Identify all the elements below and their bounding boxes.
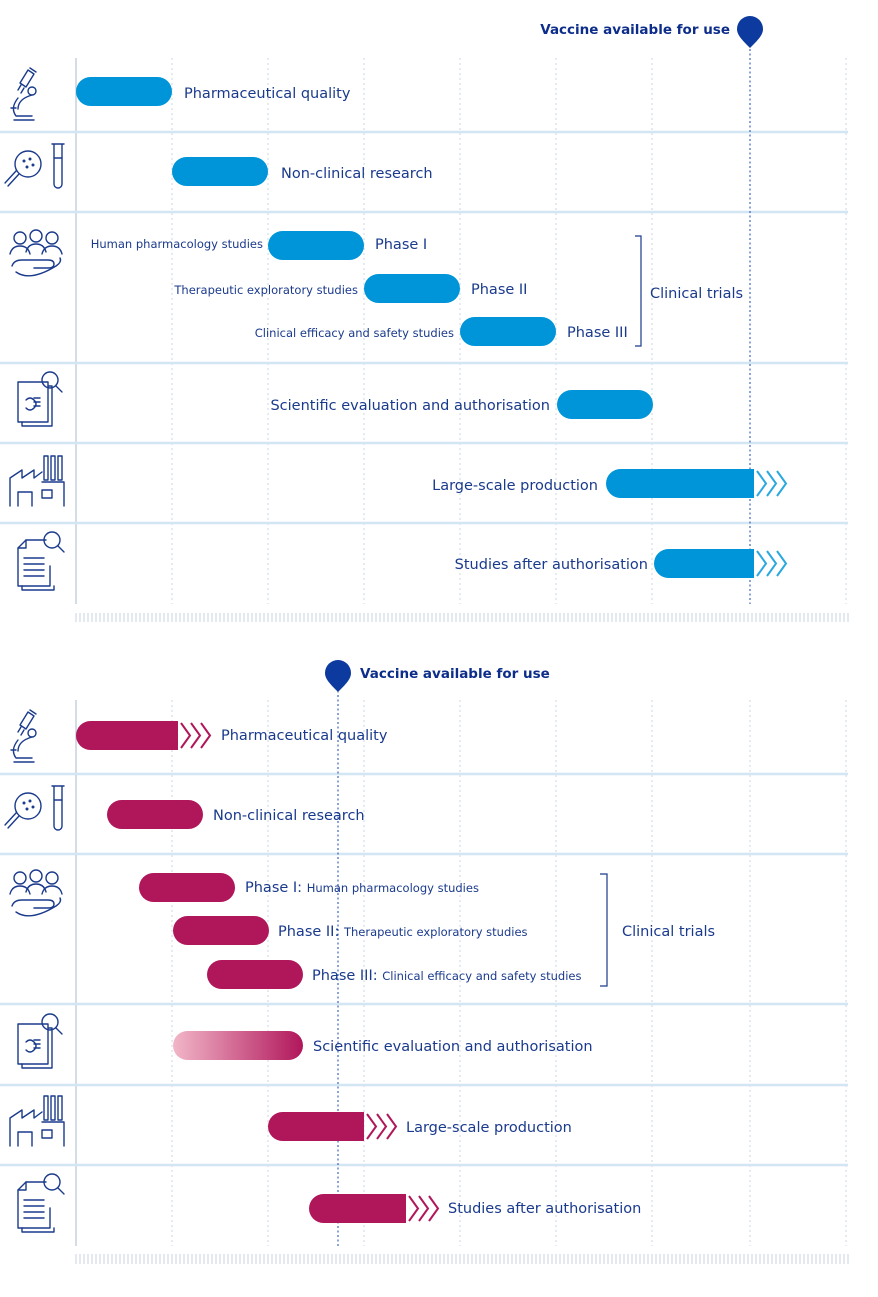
bar-scientific-evaluation <box>173 1031 303 1060</box>
continuation-chevrons <box>756 550 788 577</box>
bar-phase-1 <box>268 231 364 260</box>
desc-phase-3: Clinical efficacy and safety studies <box>255 326 454 340</box>
clipboard-search-icon <box>17 1173 65 1233</box>
bar-phase-1 <box>139 873 235 902</box>
label-pharmaceutical-quality: Pharmaceutical quality <box>184 86 351 102</box>
availability-label: Vaccine available for use <box>360 666 550 682</box>
bar-large-scale-production <box>606 469 754 498</box>
bar-phase-2 <box>173 916 269 945</box>
clipboard-search-icon <box>17 531 65 591</box>
row-dividers <box>0 130 848 525</box>
clinical-trials-bracket <box>635 235 642 347</box>
timescale-ticks <box>75 613 849 622</box>
label-scientific-evaluation: Scientific evaluation and authorisation <box>270 398 550 414</box>
row-dividers <box>0 772 848 1167</box>
label-phase-2: Phase II: Therapeutic exploratory studie… <box>278 924 528 940</box>
bar-pharmaceutical-quality <box>76 721 178 750</box>
label-scientific-evaluation: Scientific evaluation and authorisation <box>313 1039 593 1055</box>
bar-pharmaceutical-quality <box>76 77 172 106</box>
bar-phase-3 <box>460 317 556 346</box>
availability-label: Vaccine available for use <box>540 22 730 38</box>
factory-icon <box>9 455 65 507</box>
bar-large-scale-production <box>268 1112 364 1141</box>
desc-phase-1: Human pharmacology studies <box>91 237 263 251</box>
continuation-chevrons <box>180 722 212 749</box>
microscope-icon <box>10 709 37 763</box>
label-large-scale-production: Large-scale production <box>432 478 598 494</box>
continuation-chevrons <box>408 1195 440 1222</box>
people-hand-icon <box>9 229 63 277</box>
bar-non-clinical-research <box>107 800 203 829</box>
label-pharmaceutical-quality: Pharmaceutical quality <box>221 728 388 744</box>
grid-lines <box>75 58 847 604</box>
factory-icon <box>9 1095 65 1147</box>
bar-phase-3 <box>207 960 303 989</box>
clinical-trials-bracket <box>600 873 608 987</box>
label-phase-2: Phase II <box>471 282 527 298</box>
label-clinical-trials: Clinical trials <box>622 924 715 940</box>
label-phase-3: Phase III: Clinical efficacy and safety … <box>312 968 581 984</box>
label-studies-after-authorisation: Studies after authorisation <box>448 1201 641 1217</box>
document-search-icon <box>17 371 63 427</box>
traditional-panel: Vaccine available for use Pharmaceutical… <box>0 16 849 622</box>
bar-studies-after-authorisation <box>654 549 754 578</box>
continuation-chevrons <box>756 470 788 497</box>
label-large-scale-production: Large-scale production <box>406 1120 572 1136</box>
magnifier-test-tube-icon <box>4 785 65 831</box>
timescale-ticks <box>75 1254 849 1264</box>
bar-phase-2 <box>364 274 460 303</box>
document-search-icon <box>17 1013 63 1069</box>
label-non-clinical-research: Non-clinical research <box>213 808 365 824</box>
label-phase-1: Phase I <box>375 237 427 253</box>
bar-studies-after-authorisation <box>309 1194 406 1223</box>
label-studies-after-authorisation: Studies after authorisation <box>455 557 648 573</box>
label-phase-3: Phase III <box>567 325 628 341</box>
accelerated-panel: Vaccine available for use Pharmaceutical… <box>0 660 849 1264</box>
bar-non-clinical-research <box>172 157 268 186</box>
grid-lines <box>75 700 847 1246</box>
magnifier-test-tube-icon <box>4 143 65 189</box>
label-clinical-trials: Clinical trials <box>650 286 743 302</box>
people-hand-icon <box>9 869 63 917</box>
bar-scientific-evaluation <box>557 390 653 419</box>
desc-phase-2: Therapeutic exploratory studies <box>173 283 358 297</box>
label-non-clinical-research: Non-clinical research <box>281 166 433 182</box>
location-pin-icon <box>325 660 351 692</box>
location-pin-icon <box>737 16 763 48</box>
continuation-chevrons <box>366 1113 398 1140</box>
label-phase-1: Phase I: Human pharmacology studies <box>245 880 479 896</box>
microscope-icon <box>10 67 37 121</box>
